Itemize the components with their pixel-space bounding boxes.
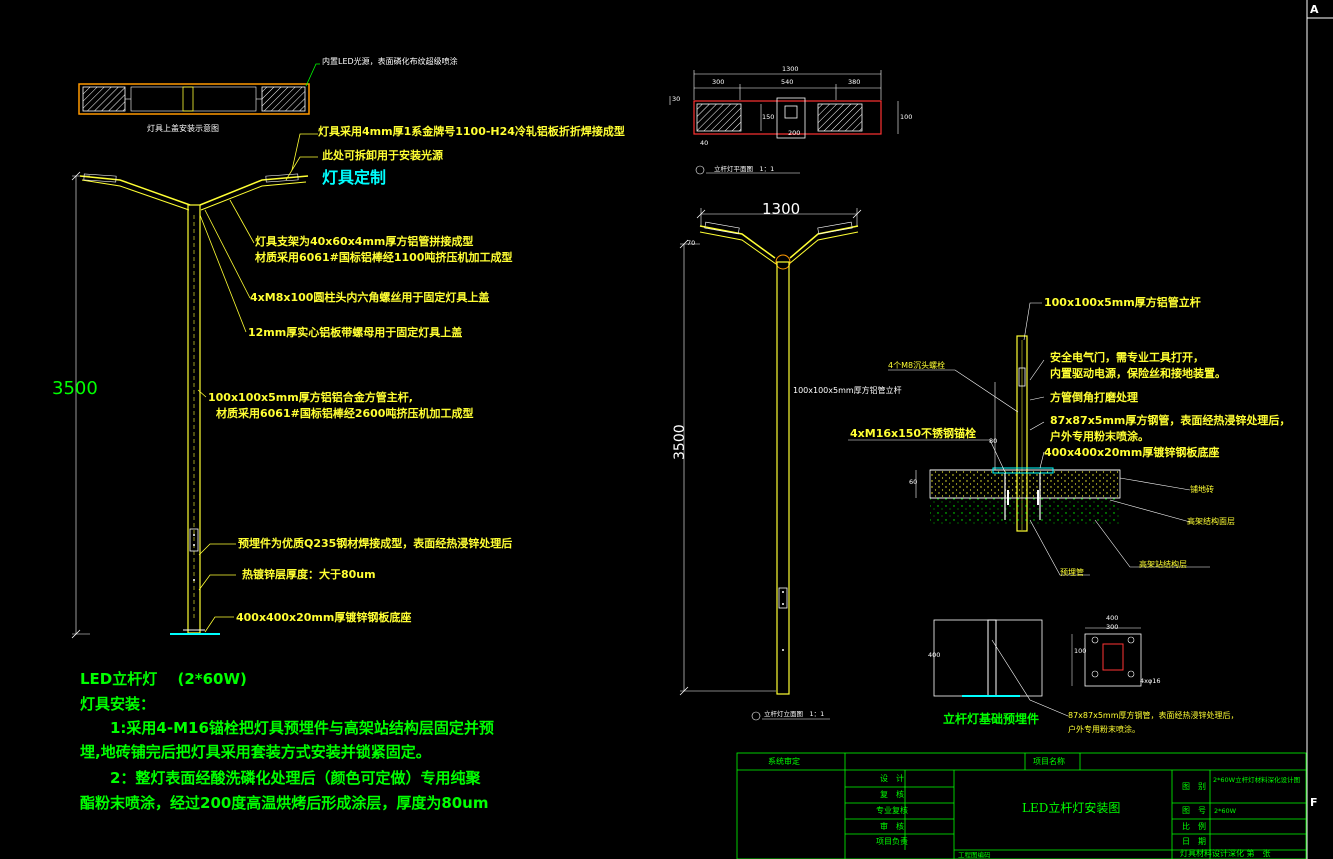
- foundation-label: 立杆灯基础预埋件: [943, 712, 1040, 726]
- plan-dim-150: 150: [762, 113, 775, 121]
- plan-dim-right: 380: [848, 78, 861, 86]
- main-note-subtitle: 灯具安装：: [80, 695, 156, 713]
- foundation-note-2: 户外专用粉末喷涂。: [1068, 725, 1140, 734]
- left-note-9: 100x100x5mm厚方铝铝合金方管主杆,: [208, 391, 413, 404]
- foundation-dim-holes: 4xφ16: [1140, 677, 1161, 685]
- tb-drawing-value: 2*60W立杆灯材料深化设计图: [1213, 776, 1301, 784]
- lamp-cover-caption: 灯具上盖安装示意图: [147, 124, 219, 133]
- detail-note-7: 87x87x5mm厚方钢管，表面经热浸锌处理后，: [1050, 414, 1291, 427]
- tb-number-label: 图 号: [1182, 806, 1206, 815]
- detail-note-12: 预埋管: [1060, 568, 1084, 577]
- plan-view-caption: 立杆灯平面图 1：1: [714, 165, 775, 173]
- border-letter-a: A: [1310, 3, 1319, 16]
- left-note-10: 材质采用6061#国标铝棒经2600吨挤压机加工成型: [216, 407, 474, 420]
- elev-caption: 立杆灯立面图 1：1: [764, 710, 825, 718]
- foundation-dim-side: 400: [928, 651, 941, 659]
- drawing-border: [1306, 0, 1333, 859]
- left-note-13: 400x400x20mm厚镀锌钢板底座: [236, 611, 412, 624]
- tb-audit: 审 核: [880, 822, 904, 831]
- foundation-part: [933, 619, 1142, 717]
- elev-height-dim: 3500: [672, 424, 688, 460]
- detail-note-13: 高架站结构层: [1139, 560, 1187, 569]
- foundation-note-1: 87x87x5mm厚方钢管，表面经热浸锌处理后，: [1068, 711, 1239, 720]
- left-note-7: 4xM8x100圆柱头内六角螺丝用于固定灯具上盖: [250, 291, 490, 304]
- plan-dim-width: 1300: [782, 65, 799, 73]
- installation-detail: [848, 302, 1210, 576]
- detail-dim-80: 80: [989, 437, 998, 445]
- left-note-2: 灯具采用4mm厚1系金牌号1100-H24冷轧铝板折折焊接成型: [318, 125, 625, 138]
- foundation-dim-100: 100: [1074, 647, 1087, 655]
- detail-dim-60: 60: [909, 478, 918, 486]
- left-note-8: 12mm厚实心铝板带螺母用于固定灯具上盖: [248, 326, 463, 339]
- main-note-line4: 酯粉末喷涂，经过200度高温烘烤后形成涂层，厚度为80um: [80, 794, 489, 812]
- left-note-custom: 灯具定制: [322, 168, 387, 187]
- tb-footer: 灯具材料设计深化 第 张: [1180, 849, 1271, 858]
- main-note-line1: 1:采用4-M16锚栓把灯具预埋件与高架站结构层固定并预: [110, 719, 494, 737]
- left-note-1: 内置LED光源，表面磷化布纹超级喷涂: [322, 57, 458, 66]
- detail-note-11: 高架结构面层: [1187, 517, 1235, 526]
- tb-number-value: 2*60W: [1214, 807, 1237, 815]
- tb-drawing-label: 图 别: [1182, 782, 1206, 791]
- left-height-dim: 3500: [52, 378, 98, 399]
- left-note-5: 灯具支架为40x60x4mm厚方铝管拼接成型: [255, 235, 474, 248]
- detail-note-9: 400x400x20mm厚镀锌钢板底座: [1044, 446, 1220, 459]
- plan-dim-40: 40: [700, 139, 709, 147]
- tb-design: 设 计: [880, 774, 904, 783]
- tb-eng-no: 工程图编码: [958, 851, 991, 859]
- detail-note-10: 铺地砖: [1190, 485, 1214, 494]
- plan-dim-200: 200: [788, 129, 801, 137]
- tb-sys-review: 系统审定: [768, 757, 800, 766]
- plan-dim-left: 300: [712, 78, 725, 86]
- lamp-cover-diagram: [78, 63, 320, 115]
- detail-note-3: 安全电气门，需专业工具打开，: [1050, 351, 1204, 364]
- tb-date-label: 日 期: [1182, 837, 1206, 846]
- foundation-dim-300: 300: [1106, 623, 1119, 631]
- detail-note-8: 户外专用粉末喷涂。: [1050, 430, 1149, 443]
- main-note-line2: 埋,地砖铺完后把灯具采用套装方式安装并锁紧固定。: [80, 743, 431, 761]
- detail-note-4: 内置驱动电源，保险丝和接地装置。: [1050, 367, 1226, 380]
- left-note-6: 材质采用6061#国标铝棒经1100吨挤压机加工成型: [255, 251, 513, 264]
- tb-project-lead: 项目负责: [876, 837, 908, 846]
- border-letter-f: F: [1310, 796, 1318, 809]
- center-elevation: [679, 208, 862, 721]
- elev-small-dim: 70: [687, 239, 696, 247]
- tb-check: 复 核: [880, 790, 904, 799]
- left-note-3: 此处可拆卸用于安装光源: [322, 149, 443, 162]
- detail-note-6: 4xM16x150不锈钢锚栓: [850, 427, 977, 440]
- tb-scale-label: 比 例: [1182, 822, 1206, 831]
- elev-pole-label: 100x100x5mm厚方铝管立杆: [793, 386, 902, 395]
- tb-drawing-title: LED立杆灯安装图: [1022, 801, 1121, 815]
- plan-dim-30: 30: [672, 95, 681, 103]
- plan-dim-100: 100: [900, 113, 913, 121]
- detail-note-5: 方管倒角打磨处理: [1050, 391, 1138, 404]
- tb-spec-review: 专业复核: [876, 806, 908, 815]
- elev-width-dim: 1300: [762, 200, 801, 218]
- left-note-12: 热镀锌层厚度：大于80um: [242, 568, 376, 581]
- plan-dim-center: 540: [781, 78, 794, 86]
- left-lamp-elevation: [71, 133, 318, 639]
- detail-note-1: 100x100x5mm厚方铝管立杆: [1044, 296, 1201, 309]
- main-note-line3: 2：整灯表面经酸洗磷化处理后（颜色可定做）专用纯聚: [110, 769, 481, 787]
- left-note-11: 预埋件为优质Q235钢材焊接成型，表面经热浸锌处理后: [238, 537, 513, 550]
- plan-view: [669, 70, 899, 175]
- main-note-title: LED立杆灯 (2*60W): [80, 670, 247, 688]
- foundation-dim-400: 400: [1106, 614, 1119, 622]
- title-block-lines: [736, 752, 1307, 859]
- tb-project-name: 项目名称: [1033, 757, 1065, 766]
- detail-note-2: 4个M8沉头螺栓: [888, 361, 946, 370]
